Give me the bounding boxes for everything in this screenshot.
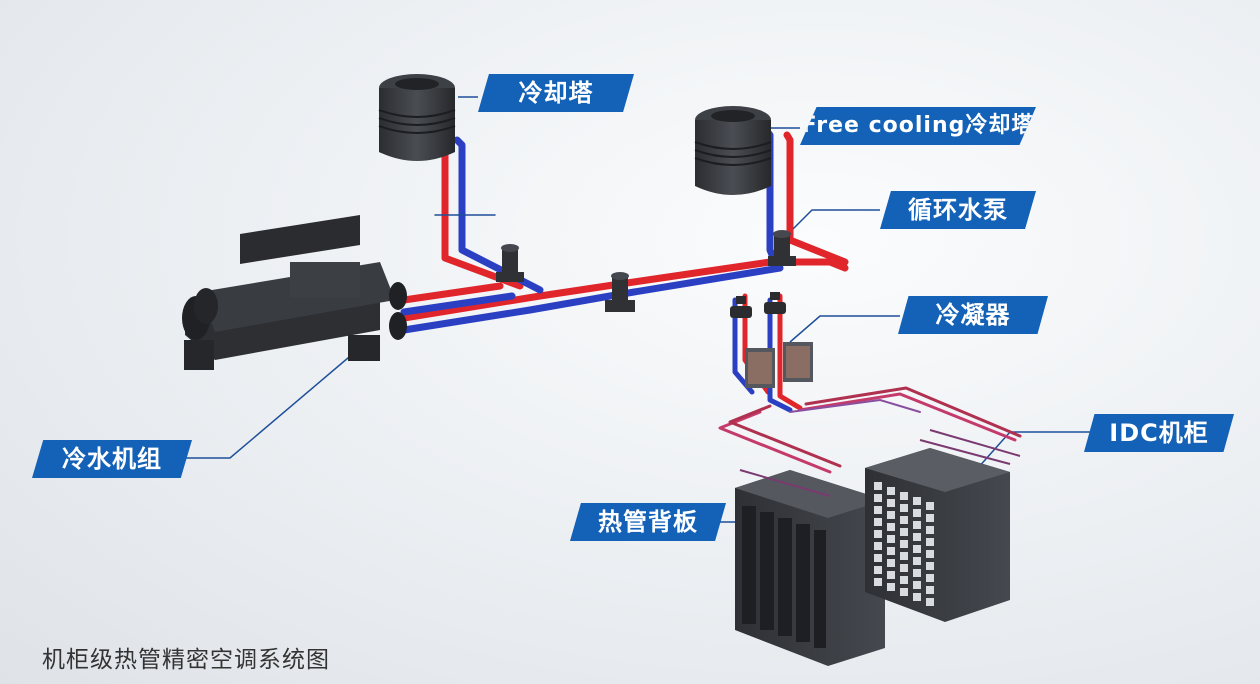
cabinet-slot xyxy=(900,588,908,596)
cabinet-slot xyxy=(926,550,934,558)
condenser-units xyxy=(745,342,813,388)
cabinet-slot xyxy=(874,530,882,538)
cabinet-slot xyxy=(926,538,934,546)
cooling-tower-2 xyxy=(694,106,772,195)
cabinet-slot xyxy=(874,554,882,562)
cabinet-slot xyxy=(887,571,895,579)
cabinet-slot xyxy=(887,511,895,519)
cabinet-slot xyxy=(926,514,934,522)
cabinet-slot xyxy=(874,518,882,526)
cabinet-slot xyxy=(900,564,908,572)
valves xyxy=(730,292,786,318)
cabinet-slot xyxy=(913,593,921,601)
cabinet-slot xyxy=(926,562,934,570)
idc-cabinets xyxy=(865,448,1010,622)
cabinet-slot xyxy=(900,528,908,536)
cabinet-slot xyxy=(887,547,895,555)
cabinet-slot xyxy=(913,521,921,529)
cabinet-slot xyxy=(887,559,895,567)
return-pipe-lower xyxy=(400,282,504,304)
return-pipe-main xyxy=(400,264,784,334)
cabinet-slot xyxy=(913,509,921,517)
cabinet-slot xyxy=(900,540,908,548)
cabinet-slot xyxy=(913,545,921,553)
cabinet-slot xyxy=(926,526,934,534)
label-chiller-unit: 冷水机组 xyxy=(32,440,192,478)
pump-2 xyxy=(605,272,635,312)
diagram-caption: 机柜级热管精密空调系统图 xyxy=(42,647,330,673)
cabinet-slot xyxy=(900,552,908,560)
cabinet-slot xyxy=(900,492,908,500)
cabinet-slot xyxy=(913,569,921,577)
cooling-tower-1 xyxy=(378,74,456,161)
cabinet-slot xyxy=(926,502,934,510)
cabinet-slot xyxy=(887,499,895,507)
label-condenser: 冷凝器 xyxy=(898,296,1048,334)
cabinet-slot xyxy=(926,586,934,594)
cabinet-slot xyxy=(900,504,908,512)
cabinet-slot xyxy=(887,535,895,543)
label-cooling-tower: 冷却塔 xyxy=(478,74,634,112)
chiller-unit xyxy=(182,214,407,370)
cabinet-slot xyxy=(887,523,895,531)
cabinet-slot xyxy=(874,578,882,586)
cabinet-slot xyxy=(874,566,882,574)
cabinet-slot xyxy=(926,574,934,582)
cabinet-slot xyxy=(887,583,895,591)
pump-1 xyxy=(496,244,524,282)
supply-pipe-main xyxy=(400,258,849,322)
cabinet-slot xyxy=(913,557,921,565)
cabinet-slot xyxy=(913,533,921,541)
circulation-pump xyxy=(768,230,796,266)
cabinet-slot xyxy=(900,516,908,524)
rack-manifolds xyxy=(739,429,1021,497)
label-free-cooling-tower: Free cooling冷却塔 xyxy=(800,107,1036,145)
cabinet-slot xyxy=(874,506,882,514)
cabinet-slot xyxy=(926,598,934,606)
heat-pipe-backplane-racks xyxy=(735,470,885,666)
cabinet-slot xyxy=(874,482,882,490)
label-idc-cabinet: IDC机柜 xyxy=(1084,414,1234,452)
cabinet-slot xyxy=(887,487,895,495)
label-circulation-pump: 循环水泵 xyxy=(880,191,1036,229)
cabinet-slot xyxy=(913,497,921,505)
cabinet-slot xyxy=(874,494,882,502)
label-heat-pipe-backplane: 热管背板 xyxy=(570,503,726,541)
main-pipes xyxy=(400,258,849,334)
cabinet-slot xyxy=(874,542,882,550)
cabinet-slot xyxy=(900,576,908,584)
cabinet-slot xyxy=(913,581,921,589)
return-pipe-lower2 xyxy=(400,292,516,316)
